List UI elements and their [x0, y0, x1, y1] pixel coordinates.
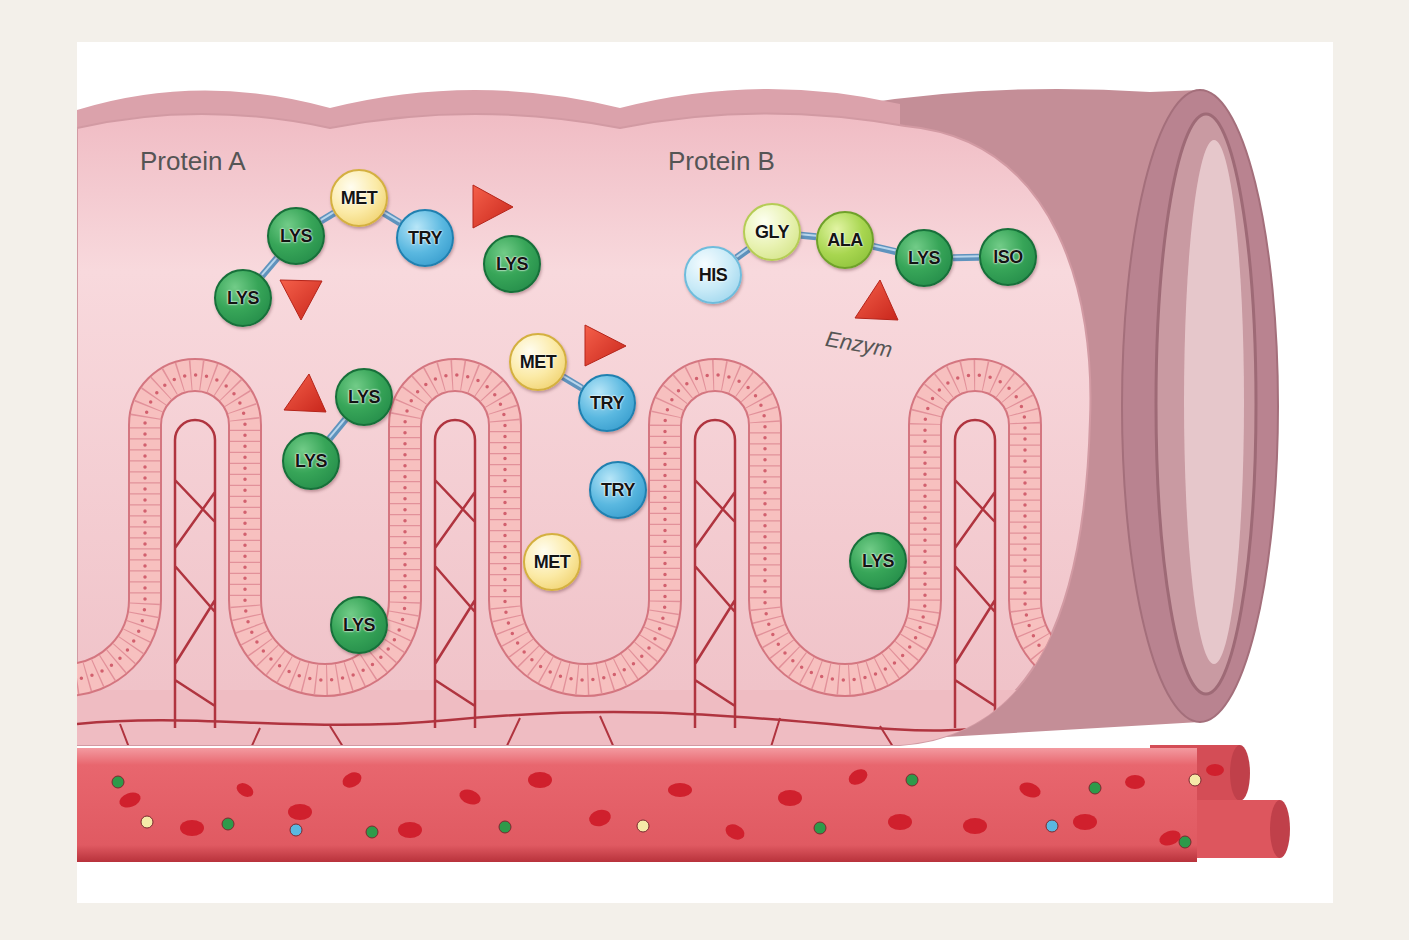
amino-acid-circle: LYS: [214, 269, 272, 327]
bond-line: [873, 246, 895, 251]
amino-acid-name: MET: [520, 352, 557, 373]
peptide-bond: [953, 256, 979, 257]
amino-acid-name: TRY: [601, 480, 635, 501]
amino-acid-name: TRY: [590, 393, 624, 414]
bond-line: [801, 235, 816, 237]
amino-acid-name: ALA: [827, 230, 863, 251]
amino-acid-circle: HIS: [684, 246, 742, 304]
amino-acid-name: LYS: [295, 451, 327, 472]
peptide-bond: [873, 245, 895, 251]
bond-highlight: [736, 248, 748, 257]
amino-acid-name: LYS: [348, 387, 380, 408]
amino-acid-circle: LYS: [895, 229, 953, 287]
peptide-bond: [321, 212, 334, 221]
amino-acid-name: MET: [534, 552, 571, 573]
amino-acid-circle: ISO: [979, 228, 1037, 286]
protein-label: Protein B: [668, 146, 775, 177]
amino-acid-name: LYS: [343, 615, 375, 636]
amino-acid-name: TRY: [408, 228, 442, 249]
amino-acid-circle: TRY: [578, 374, 636, 432]
amino-acid-name: LYS: [280, 226, 312, 247]
amino-acid-name: GLY: [755, 222, 789, 243]
bond-highlight: [563, 376, 582, 387]
bond-line: [384, 213, 400, 223]
protein-label: Protein A: [140, 146, 246, 177]
bond-highlight: [384, 212, 400, 222]
amino-acid-circle: TRY: [589, 461, 647, 519]
amino-acid-name: ISO: [993, 247, 1023, 268]
amino-acid-circle: GLY: [743, 203, 801, 261]
bond-highlight: [262, 257, 277, 275]
amino-acid-name: MET: [341, 188, 378, 209]
amino-acid-circle: LYS: [335, 368, 393, 426]
bond-highlight: [329, 418, 345, 437]
bond-highlight: [321, 212, 334, 220]
bond-line: [262, 258, 277, 276]
bond-highlight: [873, 245, 895, 250]
amino-acid-circle: LYS: [267, 207, 325, 265]
peptide-bond: [801, 234, 816, 237]
amino-acid-circle: MET: [330, 169, 388, 227]
peptide-bond: [563, 376, 582, 388]
bond-line: [953, 254, 979, 261]
amino-acid-name: LYS: [227, 288, 259, 309]
peptide-bond: [329, 418, 345, 438]
bond-line: [563, 377, 582, 388]
amino-acid-circle: ALA: [816, 211, 874, 269]
enzyme-label: Enzym: [823, 326, 894, 363]
amino-acid-circle: LYS: [483, 235, 541, 293]
amino-acid-name: HIS: [699, 265, 728, 286]
amino-acid-name: LYS: [908, 248, 940, 269]
amino-acid-circle: MET: [509, 333, 567, 391]
amino-acid-circle: LYS: [330, 596, 388, 654]
bond-highlight: [953, 255, 979, 257]
bond-highlight: [801, 234, 816, 236]
peptide-bond: [736, 248, 748, 258]
amino-acid-circle: MET: [523, 533, 581, 591]
bond-line: [329, 419, 345, 438]
amino-acid-circle: TRY: [396, 209, 454, 267]
peptide-bond: [262, 257, 277, 276]
peptide-bond: [384, 212, 400, 223]
amino-acid-name: LYS: [496, 254, 528, 275]
amino-acid-circle: LYS: [282, 432, 340, 490]
bond-line: [321, 213, 334, 221]
amino-acid-name: LYS: [862, 551, 894, 572]
amino-acid-circle: LYS: [849, 532, 907, 590]
bond-line: [736, 249, 748, 258]
